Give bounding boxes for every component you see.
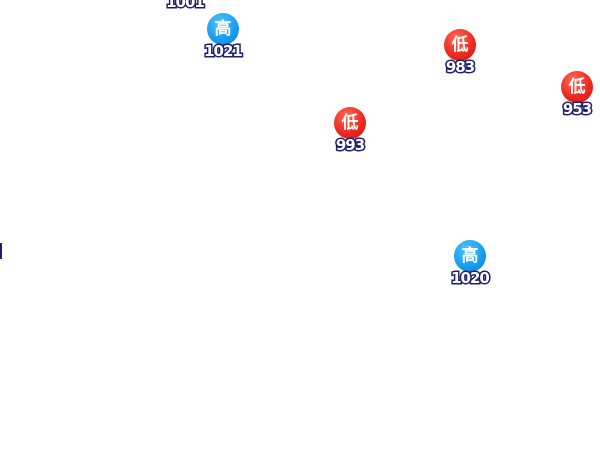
pressure-value-label: 1021	[203, 42, 245, 61]
pressure-value-label: 1001	[165, 0, 207, 11]
pressure-value-label: 993	[334, 136, 366, 155]
low-pressure-icon: 低	[561, 71, 593, 103]
low-pressure-marker[interactable]: 低 953	[547, 71, 600, 131]
low-pressure-marker[interactable]: 低 993	[320, 107, 380, 167]
pressure-value-label: 983	[444, 58, 476, 77]
low-pressure-icon: 低	[334, 107, 366, 139]
low-pressure-marker[interactable]: 低 983	[430, 29, 490, 89]
offscreen-label-fragment	[0, 243, 2, 259]
low-pressure-symbol: 低	[568, 76, 586, 97]
high-pressure-icon: 高	[454, 240, 486, 272]
low-pressure-symbol: 低	[451, 34, 469, 55]
high-pressure-symbol: 高	[214, 18, 232, 39]
high-pressure-symbol: 高	[461, 245, 479, 266]
high-pressure-marker[interactable]: 高 1021	[193, 13, 253, 73]
pressure-value-label: 1020	[450, 269, 492, 288]
low-pressure-symbol: 低	[341, 112, 359, 133]
pressure-system-marker[interactable]: 1001	[155, 0, 215, 56]
low-pressure-icon: 低	[444, 29, 476, 61]
high-pressure-icon: 高	[207, 13, 239, 45]
pressure-value-label: 953	[561, 100, 593, 119]
high-pressure-marker[interactable]: 高 1020	[440, 240, 500, 300]
